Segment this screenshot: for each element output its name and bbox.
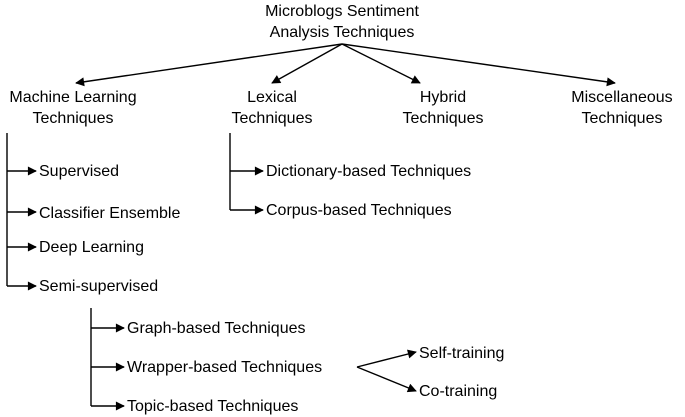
root-label-line2: Analysis Techniques: [269, 24, 415, 41]
edge-wrapper-to-co-training: [356, 366, 417, 393]
edge-root-to-lexical: [271, 43, 343, 84]
root-node: Microblogs Sentiment Analysis Techniques: [226, 1, 458, 43]
category-machine-learning: Machine Learning Techniques: [0, 87, 146, 129]
category-label-line2: Techniques: [32, 110, 114, 127]
category-lexical: Lexical Techniques: [212, 87, 332, 129]
leaf-graph-based: Graph-based Techniques: [127, 320, 306, 337]
category-hybrid: Hybrid Techniques: [383, 87, 503, 129]
edge-root-to-machine-learning: [75, 43, 343, 87]
leaf-classifier-ensemble: Classifier Ensemble: [39, 205, 181, 222]
leaf-self-training: Self-training: [419, 345, 505, 362]
leaf-co-training: Co-training: [419, 383, 498, 400]
edge-root-to-miscellaneous: [341, 43, 616, 87]
leaf-supervised: Supervised: [39, 163, 120, 180]
leaf-topic-based: Topic-based Techniques: [127, 398, 299, 415]
leaf-corpus-based: Corpus-based Techniques: [266, 202, 452, 219]
category-label-line1: Hybrid: [419, 89, 467, 106]
category-label-line2: Techniques: [402, 110, 484, 127]
root-label-line1: Microblogs Sentiment: [265, 3, 419, 20]
category-label-line2: Techniques: [231, 110, 313, 127]
category-label-line2: Techniques: [581, 110, 663, 127]
category-label-line1: Miscellaneous: [571, 89, 673, 106]
category-label-line1: Lexical: [247, 89, 297, 106]
leaf-deep-learning: Deep Learning: [39, 239, 144, 256]
leaf-wrapper-based: Wrapper-based Techniques: [127, 359, 323, 376]
edge-wrapper-to-self-training: [356, 349, 417, 368]
leaf-dictionary-based: Dictionary-based Techniques: [266, 163, 472, 180]
edge-root-to-hybrid: [341, 43, 421, 84]
category-miscellaneous: Miscellaneous Techniques: [560, 87, 684, 129]
category-label-line1: Machine Learning: [9, 89, 137, 106]
leaf-semi-supervised: Semi-supervised: [39, 278, 159, 295]
